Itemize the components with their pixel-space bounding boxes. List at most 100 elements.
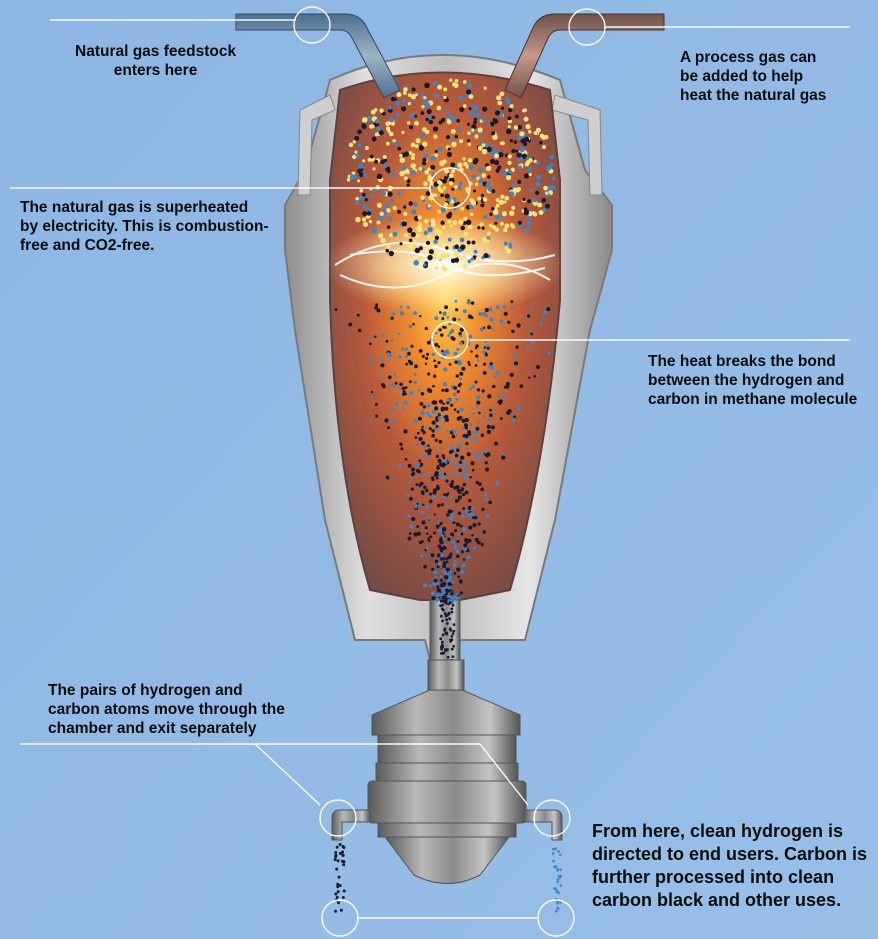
carbon-drip: [336, 896, 339, 899]
particle: [457, 128, 461, 132]
particle: [446, 135, 450, 139]
particle: [498, 401, 502, 405]
particle: [515, 345, 518, 348]
particle: [533, 160, 536, 163]
particle: [397, 147, 401, 151]
particle: [431, 591, 435, 595]
particle: [413, 202, 418, 207]
particle: [445, 557, 448, 560]
particle: [428, 415, 432, 419]
particle: [427, 227, 433, 233]
particle: [374, 336, 376, 338]
particle: [369, 419, 372, 422]
particle: [420, 511, 424, 515]
particle: [392, 419, 396, 423]
particle: [376, 220, 380, 224]
particle: [370, 363, 373, 366]
carbon-drip: [334, 858, 337, 861]
particle: [489, 212, 492, 215]
particle: [517, 187, 521, 191]
particle: [400, 311, 404, 315]
particle: [434, 406, 438, 410]
particle: [447, 595, 450, 598]
particle: [491, 327, 494, 330]
particle: [387, 191, 392, 196]
particle: [412, 472, 416, 476]
particle: [471, 174, 476, 179]
particle: [418, 437, 422, 441]
particle: [473, 120, 477, 124]
particle: [442, 312, 446, 316]
particle: [355, 197, 359, 201]
particle: [440, 193, 444, 197]
particle: [446, 568, 450, 572]
particle: [463, 467, 467, 471]
particle: [421, 105, 424, 108]
particle: [454, 251, 459, 256]
particle: [445, 649, 448, 652]
particle: [415, 144, 419, 148]
particle: [545, 191, 548, 194]
particle: [448, 323, 451, 326]
particle: [443, 186, 447, 190]
particle: [443, 497, 445, 499]
particle: [397, 247, 401, 251]
particle: [456, 554, 460, 558]
particle: [420, 410, 424, 414]
particle: [436, 477, 439, 480]
particle: [445, 246, 448, 249]
particle: [453, 623, 456, 626]
carbon-drip: [337, 901, 340, 904]
particle: [513, 354, 517, 358]
particle: [427, 444, 430, 447]
hydrogen-drip: [559, 869, 562, 872]
particle: [522, 198, 526, 202]
particle: [464, 232, 468, 236]
particle: [437, 106, 442, 111]
particle: [471, 386, 474, 389]
particle: [501, 107, 504, 110]
particle: [508, 108, 512, 112]
particle: [493, 375, 496, 378]
particle: [411, 467, 415, 471]
hydrogen-drip: [560, 884, 563, 887]
particle: [514, 140, 518, 144]
particle: [442, 564, 446, 568]
particle: [425, 526, 428, 529]
particle: [467, 83, 472, 88]
particle: [502, 453, 504, 455]
particle: [512, 188, 518, 194]
particle: [501, 455, 505, 459]
particle: [433, 82, 437, 86]
particle: [456, 374, 459, 377]
particle: [496, 95, 501, 100]
particle: [490, 362, 493, 365]
particle: [386, 340, 389, 343]
particle: [414, 365, 418, 369]
particle: [401, 106, 406, 111]
particle: [470, 350, 472, 352]
particle: [441, 317, 444, 320]
particle: [448, 612, 451, 615]
particle: [471, 301, 474, 304]
particle: [468, 158, 472, 162]
particle: [427, 388, 431, 392]
particle: [442, 536, 445, 539]
particle: [471, 257, 474, 260]
particle: [355, 217, 360, 222]
particle: [450, 513, 454, 517]
particle: [487, 325, 491, 329]
particle: [491, 207, 494, 210]
particle: [461, 367, 465, 371]
particle: [439, 604, 442, 607]
particle: [542, 208, 546, 212]
particle: [442, 118, 445, 121]
particle: [442, 591, 446, 595]
particle: [371, 395, 374, 398]
particle: [447, 398, 451, 402]
particle: [445, 544, 448, 547]
particle: [468, 488, 471, 491]
particle: [437, 186, 441, 190]
particle: [535, 191, 539, 195]
particle: [485, 341, 488, 344]
